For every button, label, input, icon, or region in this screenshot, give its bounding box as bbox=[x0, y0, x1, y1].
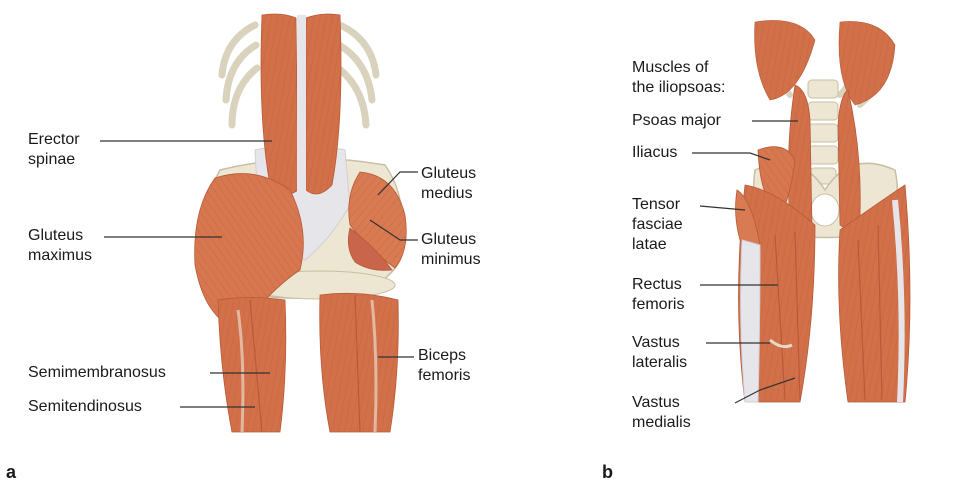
label-erector-spinae: Erector spinae bbox=[28, 131, 80, 168]
hamstrings-left bbox=[217, 297, 287, 433]
hamstrings-right bbox=[319, 292, 399, 433]
label-tensor-fasciae-latae: Tensor fasciae latae bbox=[632, 196, 683, 253]
label-iliacus: Iliacus bbox=[632, 144, 678, 161]
label-semimembranosus: Semimembranosus bbox=[28, 364, 166, 381]
label-semitendinosus: Semitendinosus bbox=[28, 398, 142, 415]
gluteus-minimus-shape bbox=[347, 227, 393, 271]
label-gluteus-minimus: Gluteus minimus bbox=[421, 231, 481, 268]
lumbar-spine bbox=[807, 79, 839, 185]
label-psoas-major: Psoas major bbox=[632, 112, 721, 129]
label-vastus-medialis: Vastus medialis bbox=[632, 394, 691, 431]
label-gluteus-medius: Gluteus medius bbox=[421, 165, 477, 202]
panel-b-illustration bbox=[735, 20, 911, 403]
panel-letter-b: b bbox=[602, 462, 613, 482]
iliotibial-band bbox=[740, 239, 761, 403]
erector-spinae-right bbox=[305, 13, 342, 195]
label-rectus-femoris: Rectus femoris bbox=[632, 276, 685, 313]
panel-a-illustration bbox=[194, 13, 407, 433]
leader-gluteus-medius bbox=[377, 171, 418, 196]
label-iliopsoas-heading: Muscles of the iliopsoas: bbox=[632, 59, 726, 96]
gluteus-maximus-shape bbox=[194, 173, 304, 331]
panel-letter-a: a bbox=[6, 462, 17, 482]
leader-gluteus-minimus bbox=[369, 219, 418, 241]
leader-lines bbox=[100, 120, 798, 408]
leader-iliacus bbox=[692, 152, 771, 161]
gluteus-medius-shape bbox=[348, 171, 407, 269]
thigh-right bbox=[838, 184, 911, 403]
leader-tensor-fasciae-latae bbox=[699, 205, 746, 211]
label-biceps-femoris: Biceps femoris bbox=[418, 347, 471, 384]
label-gluteus-maximus: Gluteus maximus bbox=[28, 227, 93, 264]
label-vastus-lateralis: Vastus lateralis bbox=[632, 334, 688, 371]
leader-vastus-medialis bbox=[734, 377, 796, 404]
ribs-a bbox=[218, 21, 380, 129]
